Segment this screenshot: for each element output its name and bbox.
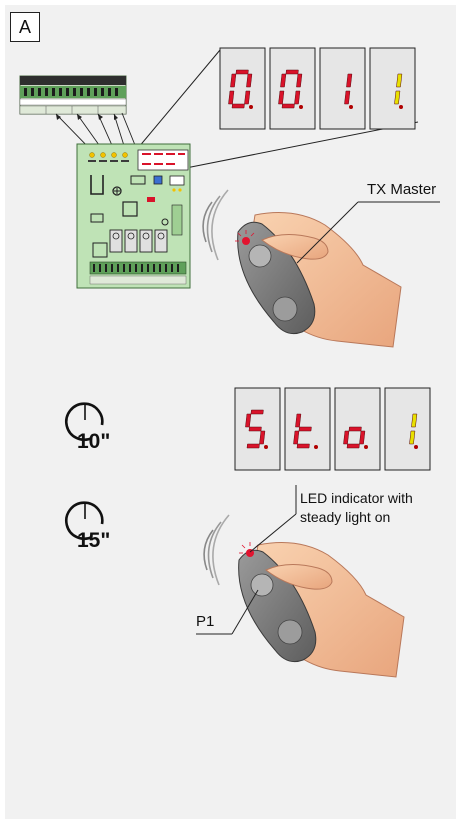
led-indicator-line2: steady light on — [300, 509, 391, 525]
segment-disp-bottom-1-g — [298, 426, 312, 432]
led-indicator-line1: LED indicator with — [300, 490, 413, 506]
segment-disp-top-2-c — [344, 90, 351, 105]
segment-disp-bottom-3-b — [411, 413, 418, 428]
segment-disp-top-0-f — [230, 73, 237, 88]
p1-label: P1 — [196, 613, 215, 630]
segment-disp-top-3-c — [394, 90, 401, 105]
segment-disp-bottom-0-d — [246, 443, 260, 449]
remote-control-icon — [196, 485, 405, 678]
figure-label: A — [10, 12, 40, 42]
segment-disp-top-2-b — [346, 73, 353, 88]
segment-disp-bottom-0-g — [248, 426, 262, 432]
control-board-icon — [76, 143, 191, 289]
decimal-dot-disp-bottom-3 — [414, 445, 418, 449]
display-panels-bottom — [234, 387, 431, 471]
segment-disp-top-0-c — [244, 90, 251, 105]
tx-master-remote — [202, 189, 440, 348]
segment-disp-bottom-2-g — [348, 426, 362, 432]
timer-15-label: 15" — [77, 529, 111, 552]
decimal-dot-disp-bottom-2 — [364, 445, 368, 449]
seven-segment-bottom — [245, 409, 418, 449]
segment-disp-top-1-d — [281, 103, 295, 109]
terminal-block — [19, 75, 127, 115]
segment-disp-top-1-b — [296, 73, 303, 88]
segment-disp-bottom-1-d — [296, 443, 310, 449]
segment-disp-bottom-2-e — [343, 430, 350, 445]
timer-10-label: 10" — [77, 430, 111, 453]
segment-disp-bottom-0-a — [250, 409, 264, 415]
diagram-panel — [5, 5, 456, 819]
tx-master-label: TX Master — [367, 181, 437, 198]
segment-disp-bottom-2-c — [359, 430, 366, 445]
seven-segment-top — [228, 69, 403, 109]
segment-disp-top-3-b — [396, 73, 403, 88]
decimal-dot-disp-top-2 — [349, 105, 353, 109]
decimal-dot-disp-top-0 — [249, 105, 253, 109]
segment-disp-bottom-3-c — [409, 430, 416, 445]
segment-disp-top-1-f — [280, 73, 287, 88]
decimal-dot-disp-bottom-1 — [314, 445, 318, 449]
segment-disp-top-0-a — [235, 69, 249, 75]
clock-icon — [65, 402, 104, 441]
led-indicator-label: LED indicator with steady light on — [300, 489, 450, 527]
decimal-dot-disp-top-3 — [399, 105, 403, 109]
zoom-lines — [137, 49, 419, 169]
segment-disp-bottom-0-c — [259, 430, 266, 445]
segment-disp-top-1-c — [294, 90, 301, 105]
segment-disp-top-1-e — [278, 90, 285, 105]
decimal-dot-disp-top-1 — [299, 105, 303, 109]
clock-icon-second — [65, 501, 104, 540]
decimal-dot-disp-bottom-0 — [264, 445, 268, 449]
segment-disp-top-0-b — [246, 73, 253, 88]
segment-disp-bottom-2-d — [346, 443, 360, 449]
display-panels-top — [219, 47, 416, 130]
segment-disp-top-0-d — [231, 103, 245, 109]
segment-disp-top-0-e — [228, 90, 235, 105]
segment-disp-top-1-a — [285, 69, 299, 75]
